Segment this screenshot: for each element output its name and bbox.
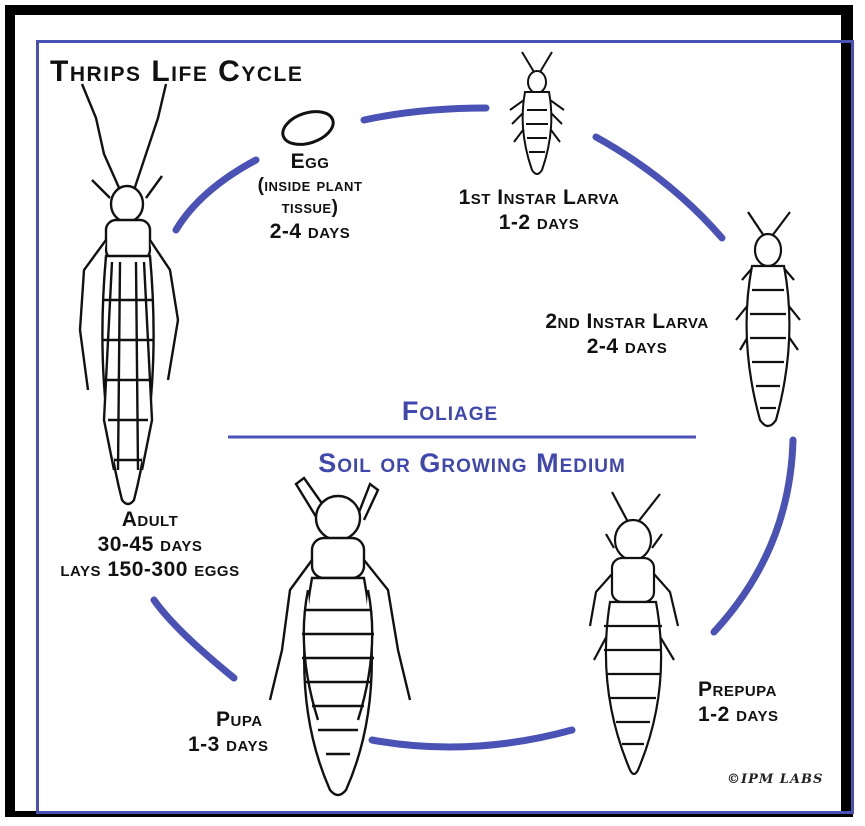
egg-note-line2: tissue) bbox=[220, 197, 400, 219]
egg-illustration bbox=[279, 106, 338, 151]
egg-note-line1: (inside plant bbox=[220, 175, 400, 197]
prepupa-label: Prepupa 1-2 days bbox=[698, 678, 778, 728]
larva1-label: 1st Instar Larva 1-2 days bbox=[414, 186, 664, 236]
cycle-arc-pupa-to-adult bbox=[154, 600, 234, 678]
cycle-arc-prepupa-to-pupa bbox=[372, 730, 572, 747]
diagram-title: Thrips Life Cycle bbox=[50, 54, 303, 89]
larva1-illustration bbox=[510, 52, 564, 174]
zone-label-soil: Soil or Growing Medium bbox=[262, 448, 682, 480]
zone-label-foliage: Foliage bbox=[380, 396, 520, 428]
adult-name: Adult bbox=[40, 508, 260, 533]
prepupa-illustration bbox=[590, 492, 678, 774]
adult-label: Adult 30-45 days lays 150-300 eggs bbox=[40, 508, 260, 582]
adult-eggs: lays 150-300 eggs bbox=[40, 558, 260, 583]
larva2-duration: 2-4 days bbox=[510, 335, 744, 360]
larva2-name: 2nd Instar Larva bbox=[510, 310, 744, 335]
egg-duration: 2-4 days bbox=[220, 220, 400, 245]
pupa-label: Pupa 1-3 days bbox=[188, 708, 268, 758]
larva1-duration: 1-2 days bbox=[414, 211, 664, 236]
pupa-name: Pupa bbox=[188, 708, 268, 733]
cycle-arc-larva2-to-prepupa bbox=[714, 440, 793, 632]
adult-duration: 30-45 days bbox=[40, 533, 260, 558]
prepupa-name: Prepupa bbox=[698, 678, 778, 703]
pupa-illustration bbox=[270, 478, 410, 795]
egg-name: Egg bbox=[220, 150, 400, 175]
cycle-arc-egg-to-larva1 bbox=[364, 108, 486, 120]
egg-label: Egg (inside plant tissue) 2-4 days bbox=[220, 150, 400, 244]
larva2-label: 2nd Instar Larva 2-4 days bbox=[510, 310, 744, 360]
larva2-illustration bbox=[736, 212, 800, 426]
prepupa-duration: 1-2 days bbox=[698, 703, 778, 728]
pupa-duration: 1-3 days bbox=[188, 733, 268, 758]
larva1-name: 1st Instar Larva bbox=[414, 186, 664, 211]
adult-illustration bbox=[80, 84, 178, 504]
credit-mark: ©IPM LABS bbox=[727, 772, 823, 787]
